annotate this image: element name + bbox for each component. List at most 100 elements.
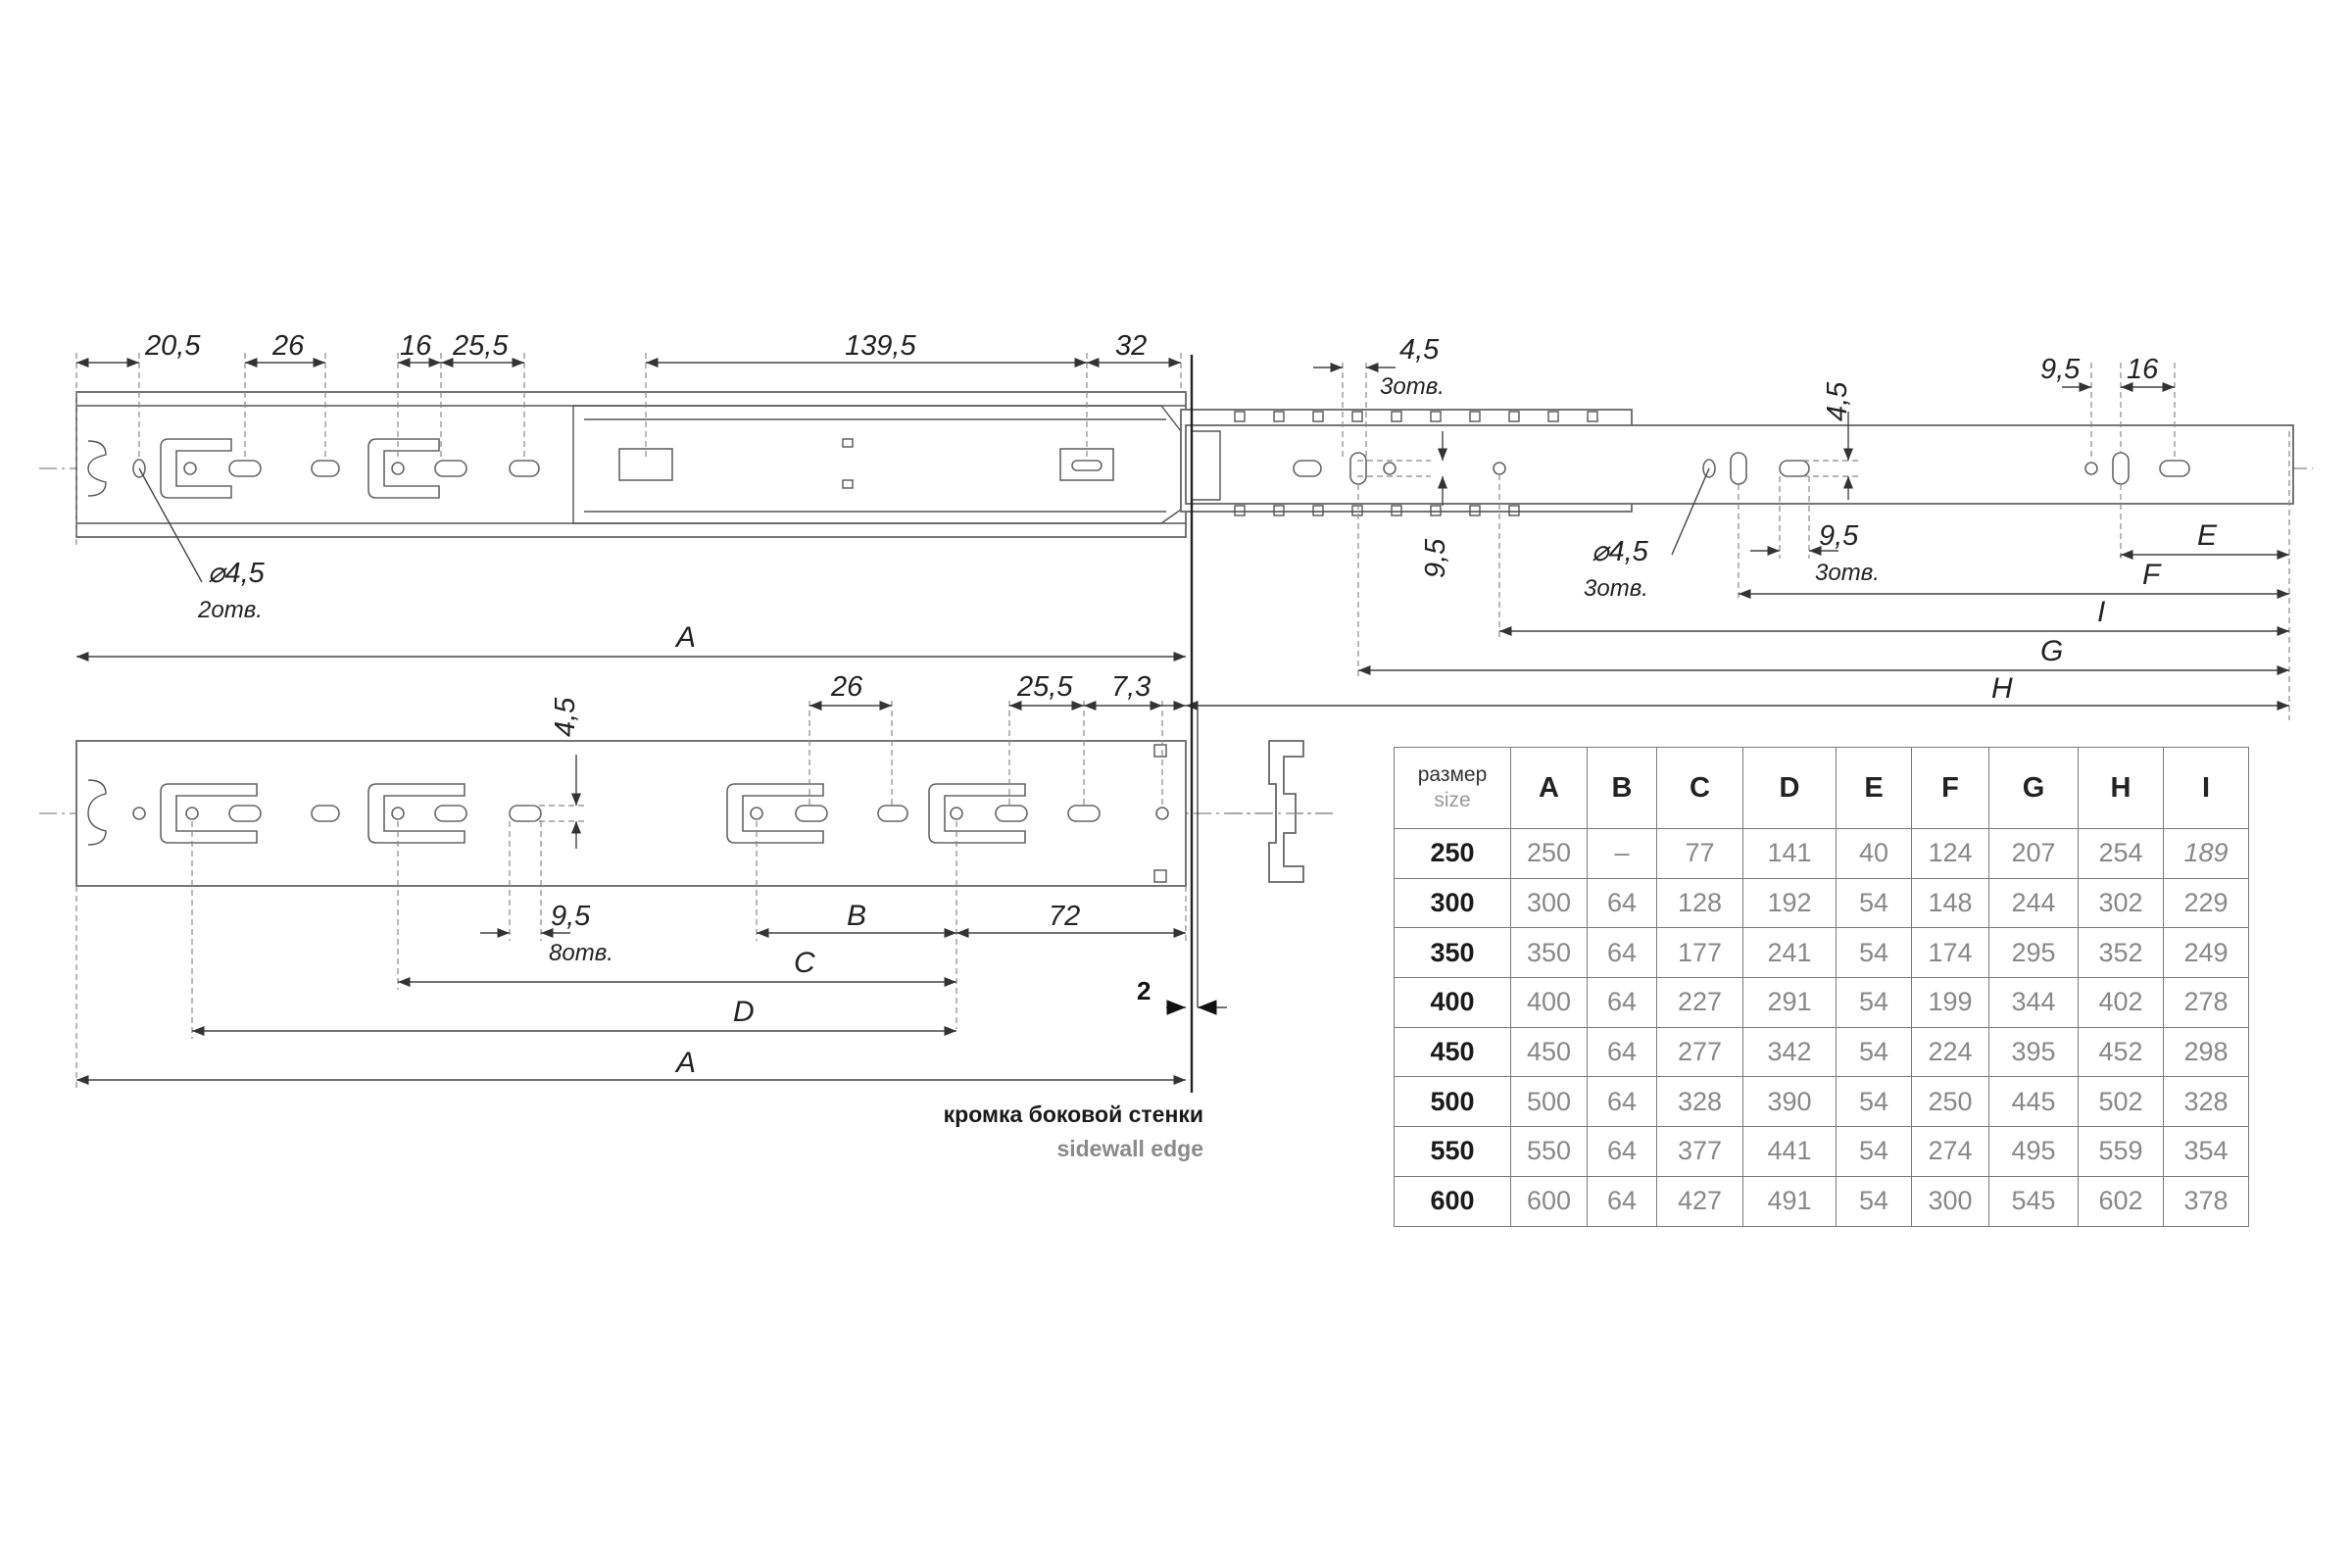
- dim-label-c: C: [794, 947, 815, 979]
- corner-label-ru: размер: [1417, 762, 1488, 786]
- extension-notches: [1234, 411, 1598, 516]
- dim-32: 32: [1115, 330, 1147, 362]
- dim-label-i: I: [2097, 596, 2105, 628]
- ext-dim-16: 16: [2127, 354, 2159, 385]
- table-cell: 64: [1587, 1026, 1657, 1078]
- table-cell: 354: [2163, 1126, 2249, 1177]
- table-cell: 54: [1836, 1175, 1912, 1227]
- table-cell: 352: [2078, 927, 2164, 979]
- dim-25-5: 25,5: [452, 330, 509, 362]
- ext-round-hole-dia: ⌀4,5: [1592, 536, 1649, 567]
- table-cell: 427: [1656, 1175, 1743, 1227]
- col-header-g: G: [1988, 747, 2079, 829]
- table-cell: 378: [2163, 1175, 2249, 1227]
- size-cell: 600: [1394, 1175, 1511, 1227]
- table-cell: 54: [1836, 1026, 1912, 1078]
- table-cell: 274: [1911, 1126, 1989, 1177]
- table-cell: 445: [1988, 1076, 2079, 1128]
- table-cell: 229: [2163, 877, 2249, 929]
- bottom-rail-view: 4,5 26 25,5 7,3 9,5 8отв. B 72: [39, 671, 1333, 1088]
- table-cell: 328: [1656, 1076, 1743, 1128]
- size-cell: 450: [1394, 1026, 1511, 1078]
- table-cell: 395: [1988, 1026, 2079, 1078]
- dim-label-f: F: [2142, 559, 2162, 591]
- col-header-f: F: [1911, 747, 1989, 829]
- col-header-e: E: [1836, 747, 1912, 829]
- table-cell: 495: [1988, 1126, 2079, 1177]
- table-header-row: размер size A B C D E F G H I: [1394, 747, 2249, 829]
- table-cell: 377: [1656, 1126, 1743, 1177]
- dim-label-h: H: [1991, 672, 2013, 705]
- extension-rail-view: 4,5 3отв. 9,5 ⌀4,5 3отв. 4,5 9,5 3отв. 9…: [1180, 334, 2313, 720]
- bottom-dim-25-5: 25,5: [1016, 671, 1073, 703]
- dim-139-5: 139,5: [845, 330, 916, 362]
- table-cell: 250: [1911, 1076, 1989, 1128]
- col-header-d: D: [1742, 747, 1837, 829]
- dim-label-a-top: A: [674, 621, 696, 654]
- table-cell: 124: [1911, 828, 1989, 879]
- table-cell: 491: [1742, 1175, 1837, 1227]
- size-cell: 350: [1394, 927, 1511, 979]
- table-cell: 390: [1742, 1076, 1837, 1128]
- size-cell: 250: [1394, 828, 1511, 879]
- ext-hole-count: 3отв.: [1380, 373, 1445, 400]
- table-cell: 199: [1911, 977, 1989, 1028]
- table-cell: 64: [1587, 1076, 1657, 1128]
- table-cell: 54: [1836, 877, 1912, 929]
- table-cell: 302: [2078, 877, 2164, 929]
- table-cell: 441: [1742, 1126, 1837, 1177]
- table-cell: 559: [2078, 1126, 2164, 1177]
- ext-hole-size: 4,5: [1399, 334, 1440, 366]
- table-cell: 148: [1911, 877, 1989, 929]
- bottom-dim-7-3: 7,3: [1111, 671, 1151, 703]
- ext-round-hole-count: 3отв.: [1584, 575, 1648, 602]
- table-corner: размер size: [1394, 747, 1511, 829]
- bottom-slot-count: 8отв.: [549, 940, 613, 966]
- table-cell: 54: [1836, 1076, 1912, 1128]
- dim-label-b: B: [847, 900, 866, 932]
- table-cell: 291: [1742, 977, 1837, 1028]
- table-cell: 344: [1988, 977, 2079, 1028]
- dim-label-e: E: [2197, 519, 2218, 552]
- table-cell: 192: [1742, 877, 1837, 929]
- bottom-vert-dim: 4,5: [550, 697, 581, 737]
- hole-dia-note: ⌀4,5: [208, 558, 266, 589]
- table-cell: 602: [2078, 1175, 2164, 1227]
- dim-20-5: 20,5: [144, 330, 201, 362]
- table-cell: 298: [2163, 1026, 2249, 1078]
- table-cell: 400: [1510, 977, 1588, 1028]
- bottom-dim-72: 72: [1049, 901, 1080, 932]
- table-cell: 64: [1587, 1126, 1657, 1177]
- dim-label-a-bottom: A: [674, 1047, 696, 1079]
- bottom-dim-26: 26: [830, 671, 863, 703]
- table-cell: 328: [2163, 1076, 2249, 1128]
- table-cell: 300: [1911, 1175, 1989, 1227]
- table-cell: 227: [1656, 977, 1743, 1028]
- table-cell: 177: [1656, 927, 1743, 979]
- table-cell: 244: [1988, 877, 2079, 929]
- size-cell: 300: [1394, 877, 1511, 929]
- table-cell: 40: [1836, 828, 1912, 879]
- ext-dim-9-5: 9,5: [2040, 354, 2081, 385]
- size-cell: 550: [1394, 1126, 1511, 1177]
- ext-vert-dim-right: 4,5: [1822, 381, 1853, 421]
- table-cell: 64: [1587, 927, 1657, 979]
- table-cell: 550: [1510, 1126, 1588, 1177]
- table-cell: 64: [1587, 977, 1657, 1028]
- dim-label-d: D: [733, 996, 755, 1028]
- table-cell: 402: [2078, 977, 2164, 1028]
- table-cell: 128: [1656, 877, 1743, 929]
- table-cell: 141: [1742, 828, 1837, 879]
- hole-count-note: 2отв.: [197, 597, 263, 623]
- table-cell: 450: [1510, 1026, 1588, 1078]
- table-cell: 64: [1587, 877, 1657, 929]
- table-cell: 545: [1988, 1175, 2079, 1227]
- col-header-b: B: [1587, 747, 1657, 829]
